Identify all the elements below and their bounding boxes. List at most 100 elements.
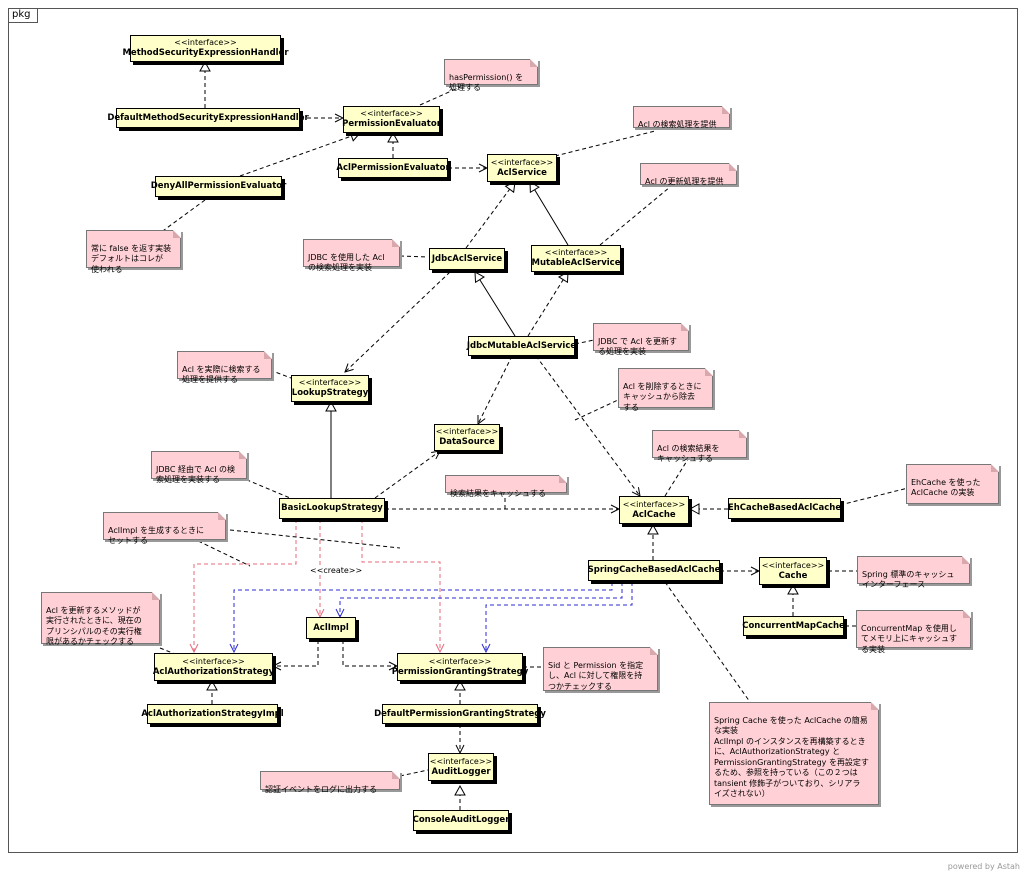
class-acl-impl[interactable]: AclImpl	[306, 617, 356, 639]
class-name: PermissionEvaluator	[342, 119, 441, 129]
stereotype-label: <<interface>>	[174, 38, 237, 47]
edge-blue-springcache-aclimpl	[340, 582, 623, 617]
note-text: Spring 標準のキャッシュ インターフェース	[862, 569, 955, 590]
note-text: Sid と Permission を指定 し、Acl に対して権限を持 つかチェ…	[548, 660, 644, 691]
note-text: AclImpl を生成するときに セットする	[108, 525, 204, 546]
class-mutable-acl-service[interactable]: <<interface>> MutableAclService	[531, 245, 621, 272]
class-name: DenyAllPermissionEvaluator	[150, 181, 287, 191]
note-text: hasPermission() を 処理する	[449, 72, 524, 93]
class-permission-evaluator[interactable]: <<interface>> PermissionEvaluator	[342, 106, 441, 133]
class-data-source[interactable]: <<interface>> DataSource	[434, 424, 500, 451]
class-name: AclImpl	[313, 622, 349, 633]
class-name: MutableAclService	[531, 258, 621, 268]
class-lookup-strategy[interactable]: <<interface>> LookupStrategy	[291, 375, 369, 402]
stereotype-label: <<interface>>	[435, 427, 499, 436]
edge-blue-springcache-pgs	[486, 582, 633, 652]
class-jdbc-mutable-acl-service[interactable]: JdbcMutableAclService	[467, 336, 576, 356]
class-name: EhCacheBasedAclCache	[727, 503, 842, 513]
note-remove-cache: Acl を削除するときに キャッシュから除去 する	[618, 368, 713, 412]
note-text: Spring Cache を使った AclCache の簡易 な実装 AclIm…	[714, 715, 869, 799]
edge-dep-jdbcmutable-datasource	[478, 355, 513, 424]
note-ehcache: EhCache を使った AclCache の実装	[906, 464, 999, 504]
note-link-aclimpl-set-2	[229, 529, 401, 549]
note-text: 認証イベントをログに出力する	[265, 784, 377, 794]
note-text: Acl の更新処理を提供	[645, 176, 724, 186]
class-acl-service[interactable]: <<interface>> AclService	[487, 154, 557, 182]
note-fold	[705, 368, 713, 376]
class-default-method-security-expression-handler[interactable]: DefaultMethodSecurityExpressionHandler	[107, 108, 309, 128]
class-acl-cache[interactable]: <<interface>> AclCache	[619, 496, 689, 524]
stereotype-label: <<interface>>	[544, 248, 608, 257]
note-has-permission: hasPermission() を 処理する	[444, 59, 538, 92]
class-basic-lookup-strategy[interactable]: BasicLookupStrategy	[279, 498, 385, 519]
class-method-security-expression-handler[interactable]: <<interface>> MethodSecurityExpressionHa…	[122, 35, 289, 62]
class-concurrent-map-cache[interactable]: ConcurrentMapCache	[742, 616, 845, 636]
edge-dep-jdbcacl-lookup	[345, 271, 451, 372]
note-fold	[722, 106, 730, 114]
class-name: JdbcAclService	[431, 253, 503, 264]
note-jdbc-search: JDBC を使用した Acl の検索処理を実装	[303, 239, 400, 272]
note-aclimpl-set: AclImpl を生成するときに セットする	[103, 512, 226, 545]
edge-dep-aclimpl-pgs	[342, 640, 397, 666]
class-name: SpringCacheBasedAclCache	[587, 565, 721, 575]
note-text: Acl を削除するときに キャッシュから除去 する	[623, 381, 702, 412]
class-name: AclAuthorizationStrategy	[152, 666, 275, 677]
note-spring-cache-impl: Spring Cache を使った AclCache の簡易 な実装 AclIm…	[709, 702, 879, 805]
class-spring-cache-based-acl-cache[interactable]: SpringCacheBasedAclCache	[588, 560, 720, 581]
class-permission-granting-strategy[interactable]: <<interface>> PermissionGrantingStrategy	[392, 653, 528, 681]
note-link-has-permission	[419, 83, 468, 106]
class-name: LookupStrategy	[291, 388, 369, 398]
note-fold	[739, 430, 747, 438]
class-jdbc-acl-service[interactable]: JdbcAclService	[429, 248, 505, 270]
note-link-jdbc-via	[239, 476, 291, 499]
class-name: BasicLookupStrategy	[281, 503, 383, 513]
class-name: MethodSecurityExpressionHandler	[122, 48, 289, 58]
class-acl-authorization-strategy-impl[interactable]: AclAuthorizationStrategyImpl	[141, 704, 284, 724]
class-default-permission-granting-strategy[interactable]: DefaultPermissionGrantingStrategy	[374, 704, 546, 724]
stereotype-label: <<interface>>	[622, 499, 686, 509]
class-name: ConcurrentMapCache	[742, 620, 845, 631]
note-fold	[392, 771, 400, 779]
class-deny-all-permission-evaluator[interactable]: DenyAllPermissionEvaluator	[151, 176, 286, 197]
note-link-aclimpl-set-1	[191, 537, 251, 567]
note-text: JDBC で Acl を更新す る処理を実装	[598, 336, 678, 357]
stereotype-label: <<interface>>	[428, 656, 492, 666]
astah-watermark: powered by Astah	[947, 862, 1020, 871]
note-fold	[963, 610, 971, 618]
note-link-jdbc-update	[574, 339, 595, 345]
package-frame	[8, 8, 1018, 853]
note-fold	[173, 230, 181, 238]
note-link-audit-log	[399, 769, 429, 777]
note-link-deny-all	[159, 199, 206, 234]
stereotype-label: <<interface>>	[490, 157, 554, 167]
note-text: Acl の検索処理を提供	[638, 119, 717, 129]
class-name: DefaultMethodSecurityExpressionHandler	[107, 112, 309, 123]
class-acl-permission-evaluator[interactable]: AclPermissionEvaluator	[336, 158, 450, 178]
class-cache[interactable]: <<interface>> Cache	[759, 557, 827, 585]
note-link-ehcache	[839, 487, 909, 506]
class-name: PermissionGrantingStrategy	[391, 666, 529, 677]
note-link-jdbc-search	[399, 255, 429, 258]
note-text: Acl を更新するメソッドが 実行されたときに、現在の プリンシパルのその実行権…	[46, 605, 142, 647]
edge-extend-jdbc-mutable	[474, 271, 516, 337]
class-acl-authorization-strategy[interactable]: <<interface>> AclAuthorizationStrategy	[152, 653, 275, 681]
note-search-result-cache: Acl の検索結果を キャッシュする	[652, 430, 747, 463]
class-name: ConsoleAuditLogger	[412, 815, 510, 825]
note-text: Acl を実際に検索する 処理を提供する	[182, 364, 261, 385]
class-name: DefaultPermissionGrantingStrategy	[374, 708, 546, 719]
note-acl-update: Acl の更新処理を提供	[640, 163, 737, 186]
edge-blue-springcache-authstrategy	[234, 582, 613, 652]
stereotype-label: <<interface>>	[360, 109, 423, 118]
package-label: pkg	[8, 8, 38, 23]
note-text: JDBC 経由で Acl の検 索処理を実装する	[156, 464, 236, 485]
class-audit-logger[interactable]: <<interface>> AuditLogger	[428, 753, 494, 781]
note-text: ConcurrentMap を使用し てメモリ上にキャッシュす る実装	[861, 623, 957, 654]
stereotype-label: <<interface>>	[182, 656, 245, 666]
class-eh-cache-based-acl-cache[interactable]: EhCacheBasedAclCache	[728, 498, 841, 519]
class-console-audit-logger[interactable]: ConsoleAuditLogger	[413, 810, 509, 831]
note-spring-cache-std: Spring 標準のキャッシュ インターフェース	[857, 556, 970, 589]
edge-extend-mutable	[529, 181, 569, 246]
class-name: AuditLogger	[431, 766, 491, 777]
note-lookup-actual: Acl を実際に検索する 処理を提供する	[177, 351, 272, 384]
